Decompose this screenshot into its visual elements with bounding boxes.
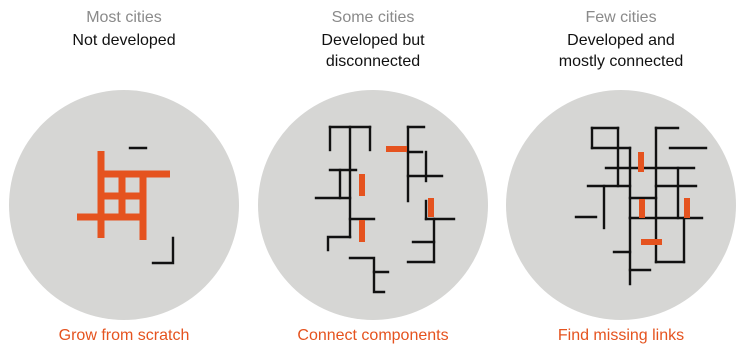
city-circle: [506, 90, 736, 320]
connecting-links: [359, 146, 434, 242]
status-line: disconnected: [325, 53, 421, 70]
panel-few-cities: Few cities Developed and mostly connecte…: [497, 0, 745, 348]
status-line: Developed and: [567, 32, 675, 49]
street-segments: [314, 125, 456, 294]
panel-strategy-label: Grow from scratch: [58, 327, 190, 344]
panel-status-label: Developed and mostly connected: [497, 30, 745, 72]
missing-links: [638, 152, 690, 245]
status-line: mostly connected: [558, 53, 684, 70]
panel-status-label: Not developed: [0, 30, 248, 51]
panel-some-cities: Some cities Developed but disconnected: [249, 0, 497, 348]
panel-category-label: Most cities: [86, 9, 162, 26]
new-streets: [77, 151, 170, 240]
panel-strategy-label: Connect components: [297, 327, 449, 344]
panel-strategy-label: Find missing links: [557, 327, 685, 344]
panel-status-label: Developed but disconnected: [249, 30, 497, 72]
panel-category-label: Some cities: [331, 9, 415, 26]
status-line: Developed but: [321, 32, 425, 49]
panel-most-cities: Most cities Not developed Grow from scra…: [0, 0, 248, 348]
city-network-illustration-disconnected: [258, 90, 488, 320]
status-line: Not developed: [72, 32, 176, 49]
panel-category-label: Few cities: [585, 9, 657, 26]
city-network-illustration-mostly-connected: [506, 90, 736, 320]
city-network-illustration-not-developed: [9, 90, 239, 320]
street-segments: [128, 146, 175, 265]
